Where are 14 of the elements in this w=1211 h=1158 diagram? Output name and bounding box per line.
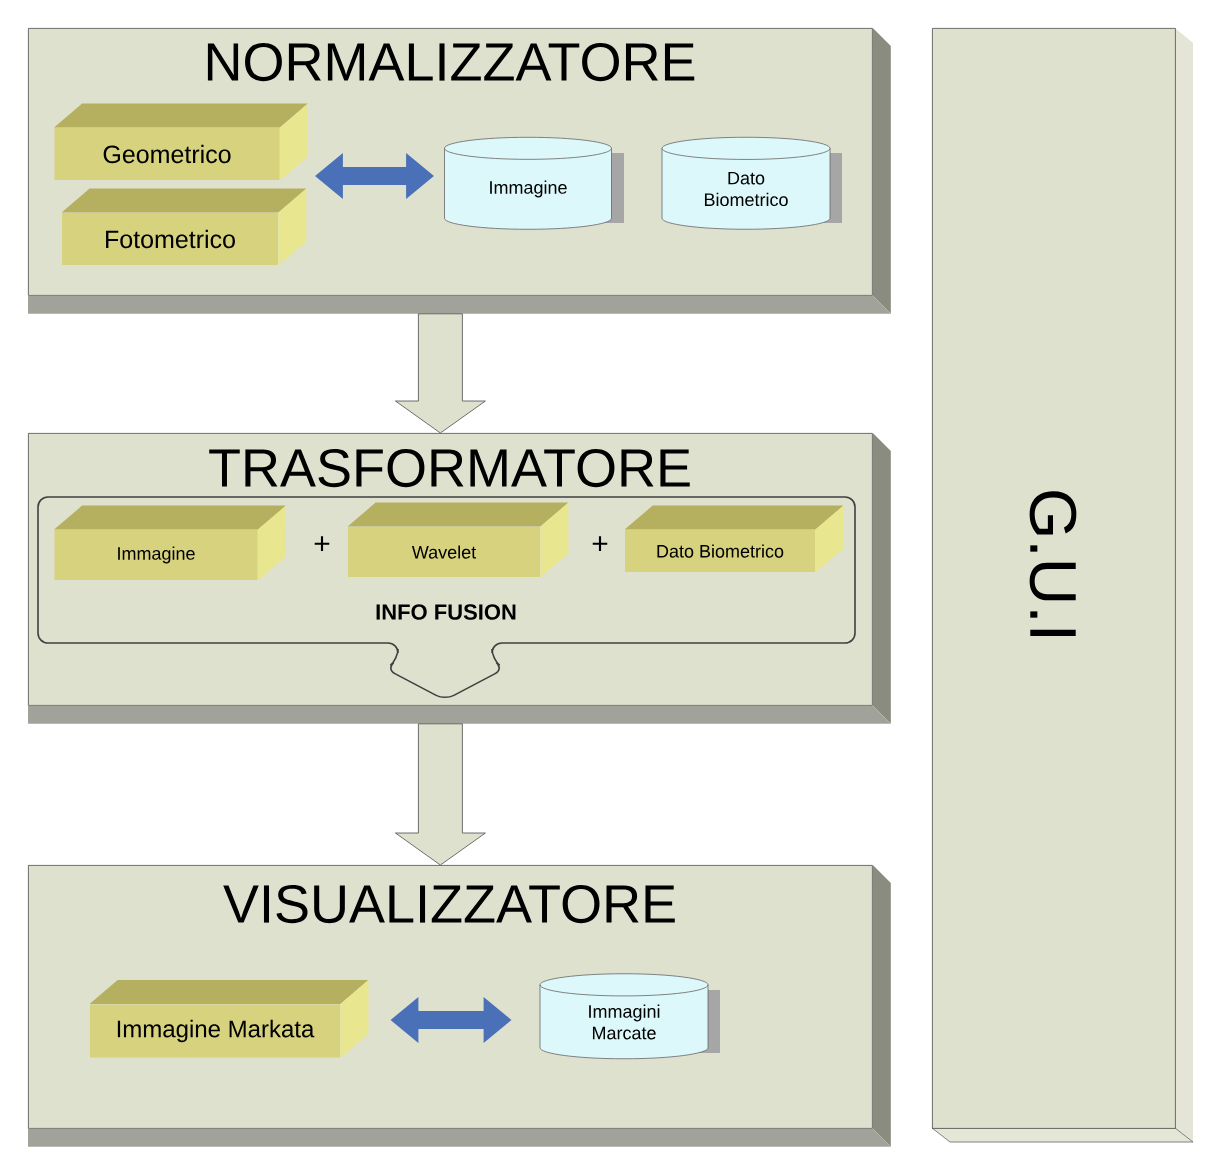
process-block: Immagine <box>54 505 286 581</box>
process-block: Immagine Markata <box>89 980 369 1058</box>
process-block: Fotometrico <box>61 188 307 266</box>
gui-panel: G.U.I <box>931 28 1194 1143</box>
process-block: Dato Biometrico <box>624 505 844 573</box>
block-arrow <box>395 723 486 866</box>
database-cylinder: Dato Biometrico <box>661 136 842 230</box>
database-cylinder: Immagine <box>444 136 624 230</box>
database-cylinder: Immagini Marcate <box>539 973 720 1060</box>
process-block: Wavelet <box>347 502 569 578</box>
plus-sign: + <box>314 536 330 552</box>
plus-sign: + <box>592 536 608 552</box>
block-arrow <box>395 313 486 434</box>
process-block: Geometrico <box>54 103 308 181</box>
